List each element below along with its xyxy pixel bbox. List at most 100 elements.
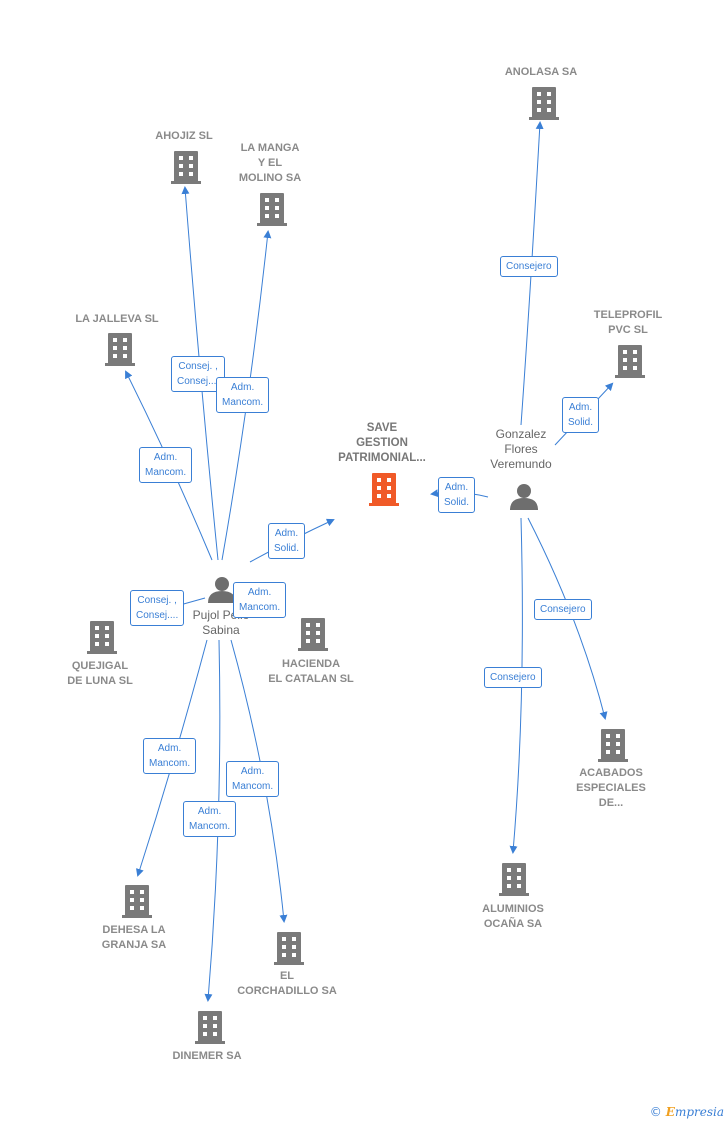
logo-initial: E bbox=[665, 1105, 675, 1119]
relation-text: Adm. bbox=[568, 402, 593, 413]
building-icon-hacienda[interactable] bbox=[298, 618, 328, 651]
company-label-aluminios[interactable]: ALUMINIOS OCAÑA SA bbox=[482, 902, 544, 932]
relation-text: Solid. bbox=[274, 543, 300, 554]
edge-anolasa bbox=[520, 121, 544, 426]
nodes-layer bbox=[87, 87, 645, 1044]
relation-consejero-acabados[interactable]: Consejero bbox=[534, 599, 592, 620]
relation-text: Solid. bbox=[568, 417, 594, 428]
company-label-la-manga[interactable]: LA MANGA Y EL MOLINO SA bbox=[239, 141, 301, 186]
building-icon-acabados[interactable] bbox=[598, 729, 628, 762]
relation-consejero-anolasa[interactable]: Consejero bbox=[500, 256, 558, 277]
person-icon-gonzalez[interactable] bbox=[510, 484, 538, 510]
label-line: Sabina bbox=[202, 623, 240, 637]
label-line: GRANJA SA bbox=[101, 939, 167, 951]
relation-text: Adm. bbox=[240, 766, 265, 777]
company-label-acabados[interactable]: ACABADOS ESPECIALES DE... bbox=[576, 766, 646, 811]
label-line: SAVE bbox=[366, 422, 398, 434]
company-label-corchadillo[interactable]: EL CORCHADILLO SA bbox=[237, 969, 337, 999]
relation-text: Consej.... bbox=[136, 610, 179, 621]
building-icon-corchadillo[interactable] bbox=[274, 932, 304, 965]
relation-text: Mancom. bbox=[189, 821, 231, 832]
copyright-icon: © bbox=[649, 1105, 662, 1119]
company-label-dinemer[interactable]: DINEMER SA bbox=[172, 1049, 241, 1064]
relation-solid-teleprofil[interactable]: Adm. Solid. bbox=[562, 397, 600, 433]
building-icon-teleprofil[interactable] bbox=[615, 345, 645, 378]
building-icon-la-manga[interactable] bbox=[257, 193, 287, 226]
label-line: ESPECIALES bbox=[576, 782, 646, 794]
label-line: HACIENDA bbox=[281, 658, 341, 670]
label-line: DE... bbox=[598, 797, 624, 809]
relation-solid-save-pujol[interactable]: Adm. Solid. bbox=[268, 523, 306, 559]
label-line: CORCHADILLO SA bbox=[237, 985, 337, 997]
relation-text: Mancom. bbox=[222, 397, 264, 408]
label-line: DINEMER SA bbox=[172, 1050, 242, 1062]
relation-text: Adm. bbox=[230, 382, 255, 393]
label-line: Gonzalez bbox=[495, 427, 547, 441]
company-label-teleprofil[interactable]: TELEPROFIL PVC SL bbox=[594, 308, 662, 338]
relation-mancom-dinemer[interactable]: Adm. Mancom. bbox=[183, 801, 237, 837]
relation-solid-save-gonzalez[interactable]: Adm. Solid. bbox=[438, 477, 476, 513]
label-line: ACABADOS bbox=[579, 767, 643, 779]
company-label-ahojiz[interactable]: AHOJIZ SL bbox=[155, 129, 212, 144]
building-icon-anolasa[interactable] bbox=[529, 87, 559, 120]
relation-text: Adm. bbox=[153, 452, 178, 463]
edges-layer bbox=[125, 121, 614, 1002]
person-icon-pujol[interactable] bbox=[208, 577, 236, 603]
label-line: EL CATALAN SL bbox=[268, 673, 354, 685]
people-layer bbox=[208, 484, 538, 603]
relation-text: Consejero bbox=[490, 672, 536, 683]
label-line: MOLINO SA bbox=[238, 172, 302, 184]
label-line: DEHESA LA bbox=[102, 924, 166, 936]
company-label-dehesa[interactable]: DEHESA LA GRANJA SA bbox=[102, 923, 166, 953]
company-label-quejigal[interactable]: QUEJIGAL DE LUNA SL bbox=[67, 659, 133, 689]
building-icon-dinemer[interactable] bbox=[195, 1011, 225, 1044]
relation-mancom-hacienda[interactable]: Adm. Mancom. bbox=[233, 582, 287, 618]
company-label-hacienda[interactable]: HACIENDA EL CATALAN SL bbox=[268, 657, 354, 687]
relation-mancom-corchadillo[interactable]: Adm. Mancom. bbox=[226, 761, 280, 797]
building-icon-quejigal[interactable] bbox=[87, 621, 117, 654]
building-icon-save-main[interactable] bbox=[369, 473, 399, 506]
building-icon-aluminios[interactable] bbox=[499, 863, 529, 896]
relation-mancom-la-jalleva[interactable]: Adm. Mancom. bbox=[139, 447, 193, 483]
label-line: ANOLASA SA bbox=[504, 66, 578, 78]
label-line: AHOJIZ SL bbox=[155, 130, 213, 142]
relation-text: Mancom. bbox=[145, 467, 187, 478]
relation-text: Consejero bbox=[506, 261, 552, 272]
relation-text: Adm. bbox=[274, 528, 299, 539]
label-line: PVC SL bbox=[608, 324, 648, 336]
label-line: DE LUNA SL bbox=[67, 675, 133, 687]
relation-text: Adm. bbox=[444, 482, 469, 493]
label-line: EL bbox=[279, 970, 295, 982]
relation-consej-quejigal[interactable]: Consej. , Consej.... bbox=[130, 590, 185, 626]
relation-text: Adm. bbox=[197, 806, 222, 817]
building-icon-la-jalleva[interactable] bbox=[105, 333, 135, 366]
company-label-save[interactable]: SAVE GESTION PATRIMONIAL... bbox=[338, 421, 426, 466]
relation-mancom-dehesa[interactable]: Adm. Mancom. bbox=[143, 738, 197, 774]
empresia-logo[interactable]: ©Empresia bbox=[650, 1105, 724, 1119]
person-label-gonzalez[interactable]: Gonzalez Flores Veremundo bbox=[490, 427, 551, 472]
relation-text: Mancom. bbox=[232, 781, 274, 792]
relation-mancom-la-manga[interactable]: Adm. Mancom. bbox=[216, 377, 270, 413]
label-line: Flores bbox=[504, 442, 538, 456]
label-line: LA JALLEVA SL bbox=[75, 313, 159, 325]
company-label-anolasa[interactable]: ANOLASA SA bbox=[505, 65, 577, 80]
label-line: Y EL bbox=[257, 157, 283, 169]
relation-text: Adm. bbox=[247, 587, 272, 598]
relation-text: Consej. , bbox=[178, 361, 218, 372]
label-line: LA MANGA bbox=[240, 142, 300, 154]
relation-text: Solid. bbox=[444, 497, 470, 508]
company-label-la-jalleva[interactable]: LA JALLEVA SL bbox=[75, 312, 158, 327]
relation-text: Consej. , bbox=[137, 595, 177, 606]
label-line: ALUMINIOS bbox=[482, 903, 544, 915]
relation-text: Mancom. bbox=[239, 602, 281, 613]
relation-text: Adm. bbox=[157, 743, 182, 754]
edge-aluminios bbox=[509, 517, 523, 854]
building-icon-ahojiz[interactable] bbox=[171, 151, 201, 184]
building-icon-dehesa[interactable] bbox=[122, 885, 152, 918]
label-line: PATRIMONIAL... bbox=[338, 452, 426, 464]
relation-consejero-aluminios[interactable]: Consejero bbox=[484, 667, 542, 688]
relation-text: Mancom. bbox=[149, 758, 191, 769]
label-line: Veremundo bbox=[490, 457, 552, 471]
label-line: GESTION bbox=[356, 437, 408, 449]
